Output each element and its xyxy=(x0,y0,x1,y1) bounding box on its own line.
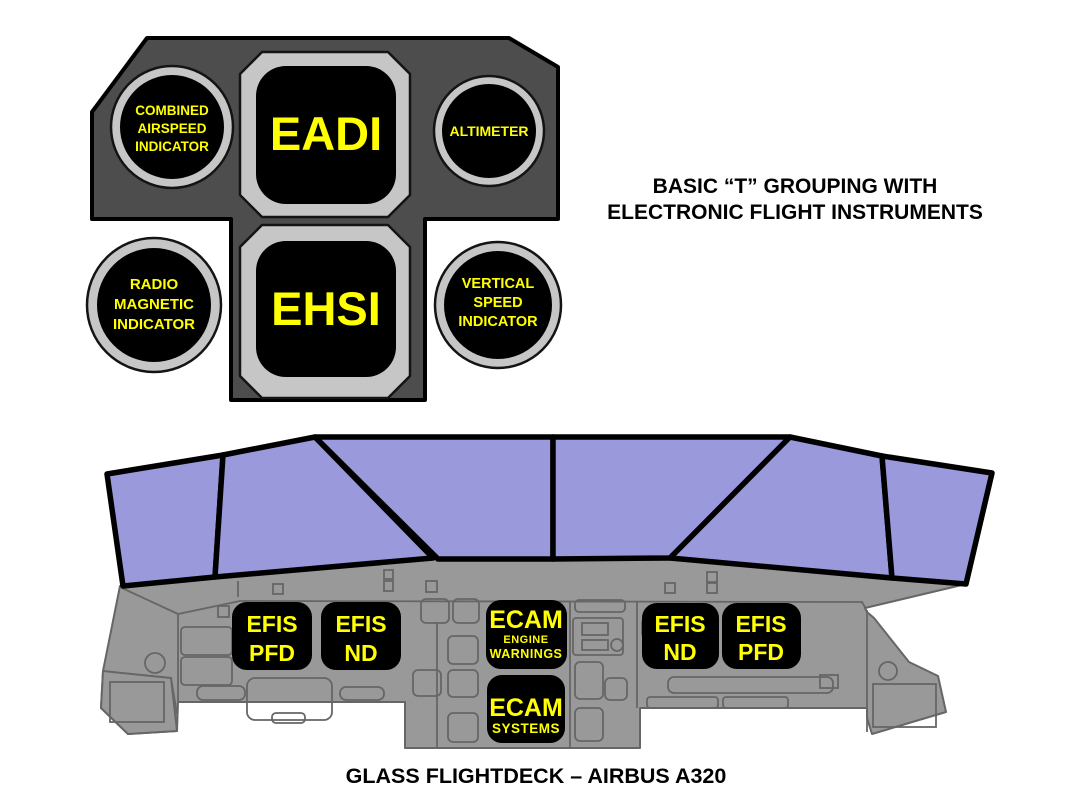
fo-nd-line2: ND xyxy=(663,639,696,665)
glareshield-vent xyxy=(706,582,718,594)
right-console-port xyxy=(878,661,898,681)
panel-bar xyxy=(196,685,246,701)
panel-button xyxy=(581,639,609,651)
rmi-label-line1: RADIO xyxy=(130,276,179,293)
panel-tray-tab xyxy=(271,712,306,724)
airspeed-label-line1: COMBINED xyxy=(135,103,209,118)
captain-pfd-line2: PFD xyxy=(249,640,295,666)
fo-pfd-line1: EFIS xyxy=(735,611,786,637)
fo-pfd-line2: PFD xyxy=(738,639,784,665)
panel-bar xyxy=(667,676,834,694)
ecam-upper-line3: WARNINGS xyxy=(490,647,563,661)
glareshield-vent xyxy=(383,569,394,580)
windshield-pane-left-main xyxy=(212,434,436,580)
ehsi-label: EHSI xyxy=(271,282,381,335)
airspeed-label-line2: AIRSPEED xyxy=(137,121,206,136)
first-officer-nd-display: EFIS ND xyxy=(642,603,719,669)
ehsi-screen xyxy=(256,241,396,377)
left-console-inset xyxy=(109,681,165,723)
altimeter: ALTIMETER xyxy=(432,74,546,188)
ecam-lower-line2: SYSTEMS xyxy=(492,721,560,736)
panel-bar xyxy=(574,599,626,613)
ecam-upper-line2: ENGINE xyxy=(503,634,548,646)
vertical-speed-indicator: VERTICAL SPEED INDICATOR xyxy=(433,240,563,370)
airspeed-label-line3: INDICATOR xyxy=(135,139,209,154)
ecam-systems-display: ECAM SYSTEMS xyxy=(487,675,565,743)
glareshield-edge-line xyxy=(121,587,867,615)
basic-t-title-line1: BASIC “T” GROUPING WITH xyxy=(653,175,938,198)
pedestal-key xyxy=(447,669,479,698)
vsi-face xyxy=(444,251,552,359)
panel-module xyxy=(180,656,233,686)
combined-airspeed-indicator: COMBINED AIRSPEED INDICATOR xyxy=(109,64,235,190)
rmi-label-line2: MAGNETIC xyxy=(114,296,194,313)
panel-button xyxy=(581,622,609,636)
ecam-upper-line1: ECAM xyxy=(489,606,563,634)
glass-flightdeck-illustration: EFIS PFD EFIS ND ECAM ENGINE WARNINGS EC… xyxy=(100,434,995,788)
glareshield-vent xyxy=(664,582,676,594)
captain-nd-display: EFIS ND xyxy=(321,602,401,670)
glareshield-vent xyxy=(706,571,718,583)
pedestal-key xyxy=(447,635,479,665)
panel-button xyxy=(217,605,230,618)
pedestal-key xyxy=(574,707,604,742)
panel-knob xyxy=(610,638,624,652)
windshield-pane-right-outer xyxy=(879,453,995,587)
rmi-face xyxy=(97,248,211,362)
vsi-label-line1: VERTICAL xyxy=(462,276,535,292)
altimeter-label: ALTIMETER xyxy=(449,123,528,139)
panel-module xyxy=(572,617,624,656)
panel-button xyxy=(819,674,839,689)
eadi-label: EADI xyxy=(270,107,382,160)
basic-t-title-line2: ELECTRONIC FLIGHT INSTRUMENTS xyxy=(607,201,983,224)
basic-t-diagram: EADI EHSI COMBINED AIRSPEED INDICATOR AL… xyxy=(85,36,983,402)
windshield-pane-left-outer xyxy=(104,452,226,589)
panel-port xyxy=(144,652,166,674)
radio-magnetic-indicator: RADIO MAGNETIC INDICATOR xyxy=(85,236,223,374)
glareshield-vent xyxy=(272,583,284,595)
captain-pfd-display: EFIS PFD xyxy=(232,602,312,670)
captain-nd-line1: EFIS xyxy=(335,611,386,637)
panel-key xyxy=(452,598,480,624)
ecam-engine-warnings-display: ECAM ENGINE WARNINGS xyxy=(486,600,567,669)
first-officer-pfd-display: EFIS PFD xyxy=(722,603,801,669)
ecam-lower-line1: ECAM xyxy=(489,694,563,722)
captain-pfd-line1: EFIS xyxy=(246,611,297,637)
eadi-screen xyxy=(256,66,396,204)
vsi-label-line2: SPEED xyxy=(473,295,522,311)
left-side-console xyxy=(100,670,178,735)
panel-bar xyxy=(646,696,719,709)
fo-nd-line1: EFIS xyxy=(654,611,705,637)
pedestal-key xyxy=(447,712,479,743)
flightdeck-caption: GLASS FLIGHTDECK – AIRBUS A320 xyxy=(346,764,727,788)
right-console-inset xyxy=(872,683,937,728)
rmi-label-line3: INDICATOR xyxy=(113,316,195,333)
glareshield-vent xyxy=(425,580,438,593)
panel-key xyxy=(412,669,442,697)
panel-tray xyxy=(246,677,333,721)
glareshield-vent xyxy=(383,580,394,592)
vsi-label-line3: INDICATOR xyxy=(458,314,538,330)
panel-key xyxy=(604,677,628,701)
pedestal-key xyxy=(574,661,604,700)
captain-nd-line2: ND xyxy=(344,640,377,666)
panel-key xyxy=(420,598,450,624)
airspeed-face xyxy=(120,75,224,179)
panel-bar xyxy=(339,686,385,701)
panel-bar xyxy=(722,696,789,709)
altimeter-face xyxy=(442,84,536,178)
